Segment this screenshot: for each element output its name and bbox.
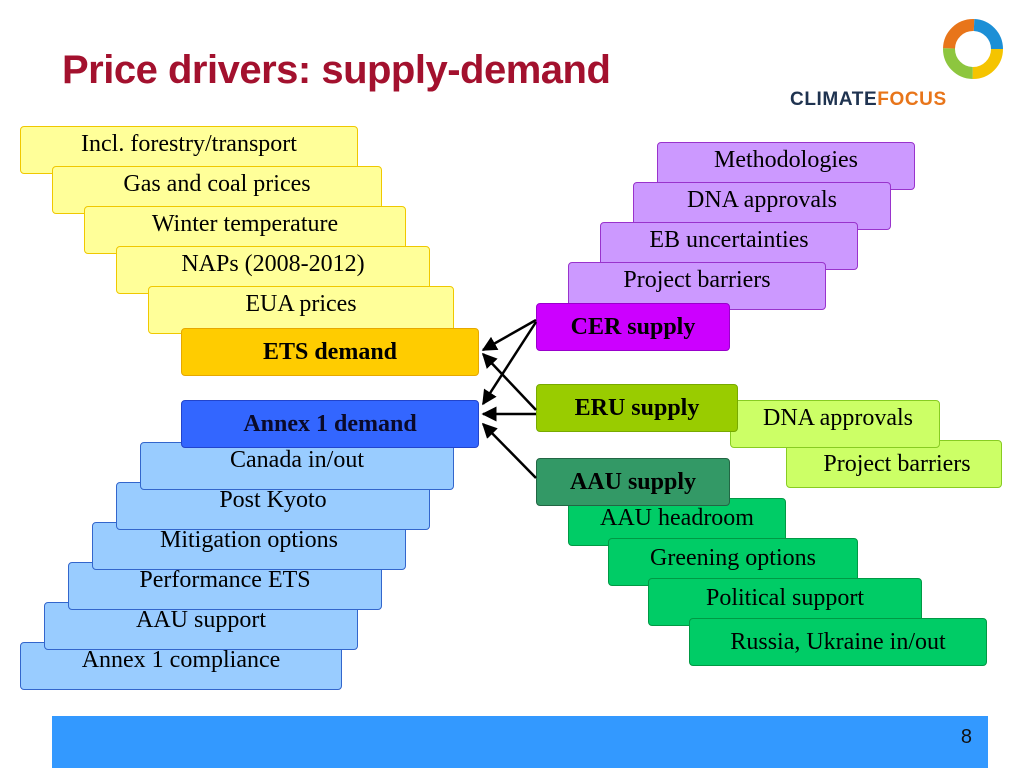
ets-driver-label: Incl. forestry/transport [81, 131, 297, 157]
ets-driver-label: Winter temperature [151, 211, 339, 237]
cer-driver-label: DNA approvals [687, 187, 837, 213]
annex-driver-box: Performance ETS [68, 562, 382, 610]
annex-driver-label: Performance ETS [139, 567, 311, 593]
cer-supply-label: CER supply [570, 314, 696, 340]
annex-driver-label: Annex 1 compliance [81, 647, 281, 673]
aau-driver-box: Russia, Ukraine in/out [689, 618, 987, 666]
annex-driver-box: Post Kyoto [116, 482, 430, 530]
page-title: Price drivers: supply-demand [62, 48, 611, 92]
cer-driver-label: Methodologies [714, 147, 858, 173]
brand-part1: CLIMATE [790, 89, 878, 110]
annex-driver-box: Mitigation options [92, 522, 406, 570]
aau-supply-label: AAU supply [569, 469, 697, 495]
ets-demand-label: ETS demand [262, 339, 398, 365]
ets-driver-box: EUA prices [148, 286, 454, 334]
eru-driver-label: Project barriers [823, 451, 971, 477]
annex-demand-label: Annex 1 demand [243, 411, 417, 437]
eru-supply-label: ERU supply [574, 395, 700, 421]
brand-wordmark: CLIMATEFOCUS [790, 89, 947, 111]
eru-driver-box: DNA approvals [730, 400, 940, 448]
arrow-eru-to-ets [481, 352, 537, 411]
ets-driver-label: Gas and coal prices [123, 171, 311, 197]
arrow-cer-to-annex [481, 321, 538, 406]
footer-bar: 8 [52, 716, 988, 768]
cer-driver-box: Project barriers [568, 262, 826, 310]
arrow-aau-to-annex [481, 422, 537, 479]
page-number: 8 [960, 726, 972, 748]
cer-supply-box: CER supply [536, 303, 730, 351]
annex-demand-box: Annex 1 demand [181, 400, 479, 448]
ets-demand-box: ETS demand [181, 328, 479, 376]
aau-driver-label: Greening options [650, 545, 816, 571]
eru-driver-box: Project barriers [786, 440, 1002, 488]
arrow-cer-to-ets [481, 318, 537, 352]
eru-supply-box: ERU supply [536, 384, 738, 432]
annex-driver-label: Canada in/out [230, 447, 364, 473]
ets-driver-label: NAPs (2008-2012) [181, 251, 365, 277]
ring-logo-icon [943, 19, 1003, 79]
brand-part2: FOCUS [877, 89, 947, 110]
eru-driver-label: DNA approvals [763, 405, 913, 431]
cer-driver-label: EB uncertainties [649, 227, 809, 253]
aau-driver-label: Russia, Ukraine in/out [730, 629, 946, 655]
aau-driver-label: Political support [706, 585, 864, 611]
annex-driver-label: AAU support [136, 607, 266, 633]
aau-supply-box: AAU supply [536, 458, 730, 506]
ets-driver-label: EUA prices [245, 291, 357, 317]
annex-driver-box: Annex 1 compliance [20, 642, 342, 690]
aau-driver-label: AAU headroom [600, 505, 754, 531]
annex-driver-label: Post Kyoto [219, 487, 327, 513]
annex-driver-label: Mitigation options [159, 527, 338, 553]
cer-driver-label: Project barriers [623, 267, 771, 293]
